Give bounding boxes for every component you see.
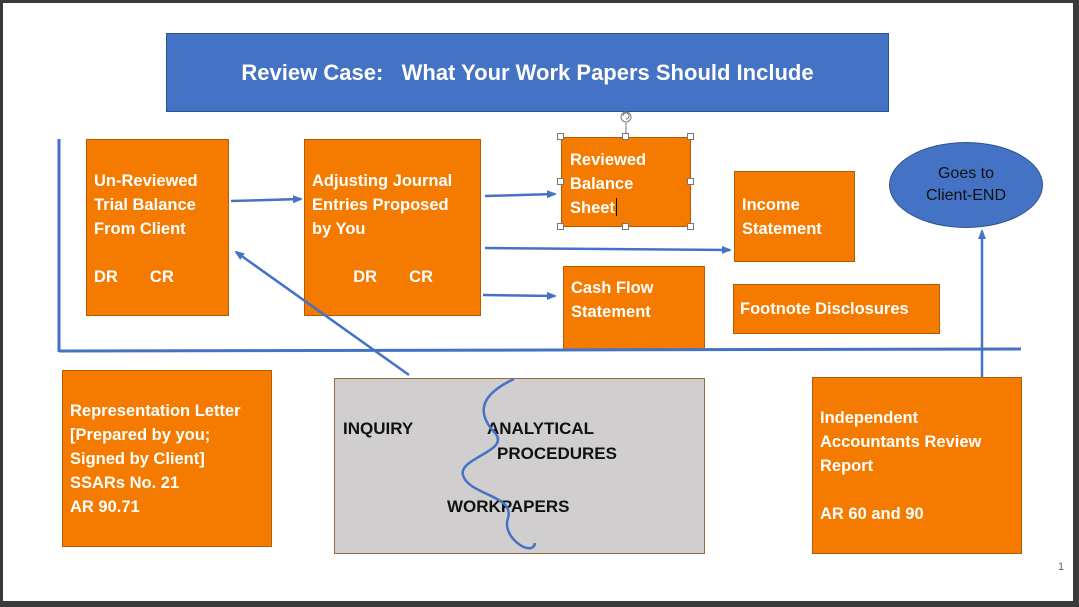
reviewed-balance-sheet-box[interactable]: Reviewed Balance Sheet [561, 137, 691, 227]
divider-line [58, 347, 1022, 353]
box-line [312, 241, 480, 265]
workpapers-label: WORKPAPERS [447, 497, 570, 516]
workpapers-box[interactable]: INQUIRY ANALYTICAL PROCEDURES WORKPAPERS [334, 378, 705, 554]
resize-handle[interactable] [687, 178, 694, 185]
arrow-tb-to-adjusting [230, 195, 303, 204]
box-line: Adjusting Journal [312, 172, 453, 190]
resize-handle[interactable] [687, 223, 694, 230]
box-line: Statement [571, 303, 651, 321]
income-statement-box[interactable]: Income Statement [734, 171, 855, 262]
resize-handle[interactable] [622, 223, 629, 230]
box-line: Entries Proposed [312, 196, 449, 214]
box-line [820, 478, 1021, 502]
resize-handle[interactable] [557, 223, 564, 230]
representation-letter-box[interactable]: Representation Letter [Prepared by you; … [62, 370, 272, 547]
box-line: DR CR [312, 268, 434, 286]
analytical-label: ANALYTICAL [487, 419, 595, 438]
ellipse-line: Client-END [925, 187, 1006, 204]
box-line-text: Sheet [570, 199, 615, 217]
resize-handle[interactable] [557, 133, 564, 140]
box-line: Reviewed [570, 151, 647, 169]
procedures-label: PROCEDURES [497, 444, 617, 463]
footnotes-box[interactable]: Footnote Disclosures [733, 284, 940, 334]
resize-handle[interactable] [687, 133, 694, 140]
box-line: Trial Balance [94, 196, 196, 214]
box-line: Accountants Review [820, 433, 982, 451]
box-line: Independent [820, 409, 919, 427]
box-line: by You [312, 220, 366, 238]
text-cursor [615, 198, 617, 216]
box-line: Income [742, 196, 800, 214]
inquiry-label: INQUIRY [343, 419, 414, 438]
arrow-adjusting-to-income [484, 245, 732, 254]
trial-balance-box[interactable]: Un-Reviewed Trial Balance From Client DR… [86, 139, 229, 316]
box-line [94, 241, 228, 265]
arrow-adjusting-to-cash-flow [482, 291, 557, 300]
box-line: From Client [94, 220, 186, 238]
ellipse-line: Goes to [937, 165, 995, 182]
review-report-box[interactable]: Independent Accountants Review Report AR… [812, 377, 1022, 554]
resize-handle[interactable] [557, 178, 564, 185]
box-line: Balance [570, 175, 634, 193]
box-line: Cash Flow [571, 279, 654, 297]
box-line: DR CR [94, 268, 174, 286]
box-line: Sheet [570, 196, 690, 220]
box-line: AR 90.71 [70, 498, 140, 516]
box-line: AR 60 and 90 [820, 505, 924, 523]
arrow-adjusting-to-balance-sheet [484, 190, 557, 199]
slide: Review Case: What Your Work Papers Shoul… [3, 3, 1073, 601]
title-bar[interactable]: Review Case: What Your Work Papers Shoul… [166, 33, 889, 112]
box-line: SSARs No. 21 [70, 474, 180, 492]
title-text: Review Case: What Your Work Papers Shoul… [241, 59, 814, 85]
resize-handle[interactable] [622, 133, 629, 140]
box-line: Footnote Disclosures [740, 300, 909, 318]
box-line: [Prepared by you; [70, 426, 211, 444]
rotate-handle-icon [620, 111, 632, 123]
box-line: Statement [742, 220, 822, 238]
box-line: Un-Reviewed [94, 172, 198, 190]
box-line: Representation Letter [70, 402, 241, 420]
slide-number: 1 [1058, 561, 1065, 573]
box-line: Signed by Client] [70, 450, 205, 468]
goes-to-client-ellipse[interactable]: Goes to Client-END [889, 142, 1043, 228]
adjusting-entries-box[interactable]: Adjusting Journal Entries Proposed by Yo… [304, 139, 481, 316]
cash-flow-box[interactable]: Cash Flow Statement [563, 266, 705, 350]
box-line: Report [820, 457, 874, 475]
